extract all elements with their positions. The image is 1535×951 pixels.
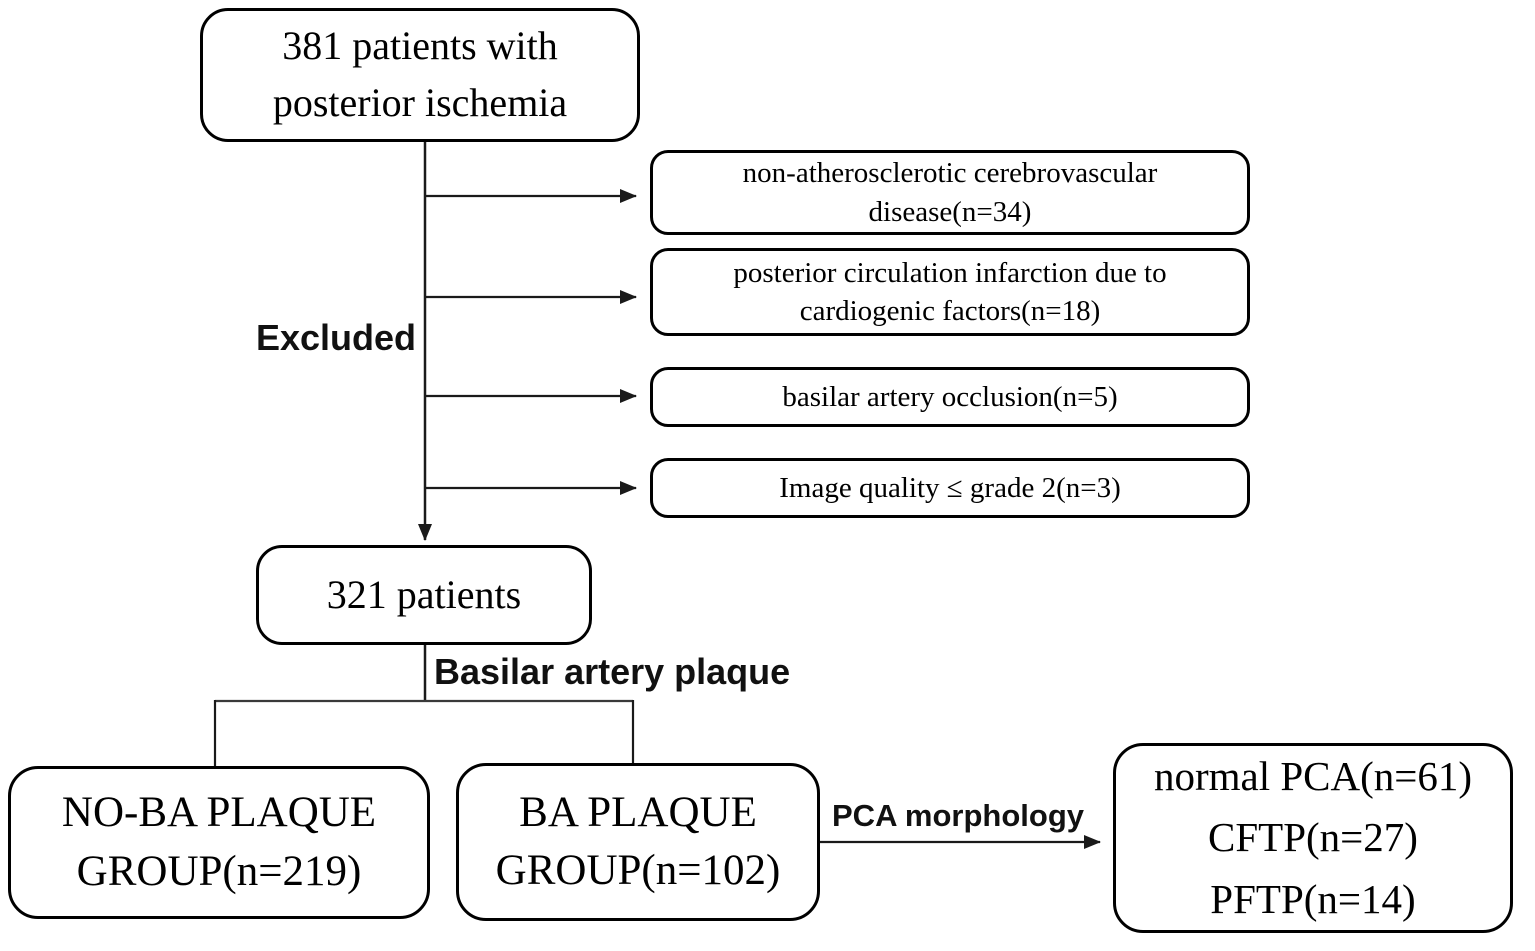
node-included-patients: 321 patients <box>256 545 592 645</box>
node-exclusion-nonatherosclerotic: non-atherosclerotic cerebrovascular dise… <box>650 150 1250 235</box>
node-exclusion-ba-occlusion-text: basilar artery occlusion(n=5) <box>782 380 1118 413</box>
node-pca-morphology-outcomes: normal PCA(n=61) CFTP(n=27) PFTP(n=14) <box>1113 743 1513 933</box>
node-no-ba-plaque-group-text: NO-BA PLAQUE GROUP(n=219) <box>61 789 377 895</box>
node-no-ba-plaque-group: NO-BA PLAQUE GROUP(n=219) <box>8 766 430 919</box>
node-exclusion-nonatherosclerotic-text: non-atherosclerotic cerebrovascular dise… <box>742 157 1158 228</box>
node-ba-plaque-group: BA PLAQUE GROUP(n=102) <box>456 763 820 921</box>
node-pca-morphology-outcomes-text: normal PCA(n=61) CFTP(n=27) PFTP(n=14) <box>1153 752 1473 922</box>
label-basilar-artery-plaque: Basilar artery plaque <box>434 651 791 692</box>
node-total-patients-text: 381 patients with posterior ischemia <box>272 23 568 125</box>
node-exclusion-ba-occlusion: basilar artery occlusion(n=5) <box>650 367 1250 427</box>
node-total-patients: 381 patients with posterior ischemia <box>200 8 640 142</box>
node-exclusion-cardiogenic: posterior circulation infarction due to … <box>650 248 1250 336</box>
node-included-patients-text: 321 patients <box>326 571 522 617</box>
node-exclusion-image-quality-text: Image quality ≤ grade 2(n=3) <box>779 471 1121 504</box>
node-exclusion-image-quality: Image quality ≤ grade 2(n=3) <box>650 458 1250 518</box>
label-pca-morphology: PCA morphology <box>832 798 1085 833</box>
label-excluded: Excluded <box>256 317 417 358</box>
node-exclusion-cardiogenic-text: posterior circulation infarction due to … <box>733 256 1167 327</box>
node-ba-plaque-group-text: BA PLAQUE GROUP(n=102) <box>495 788 781 894</box>
